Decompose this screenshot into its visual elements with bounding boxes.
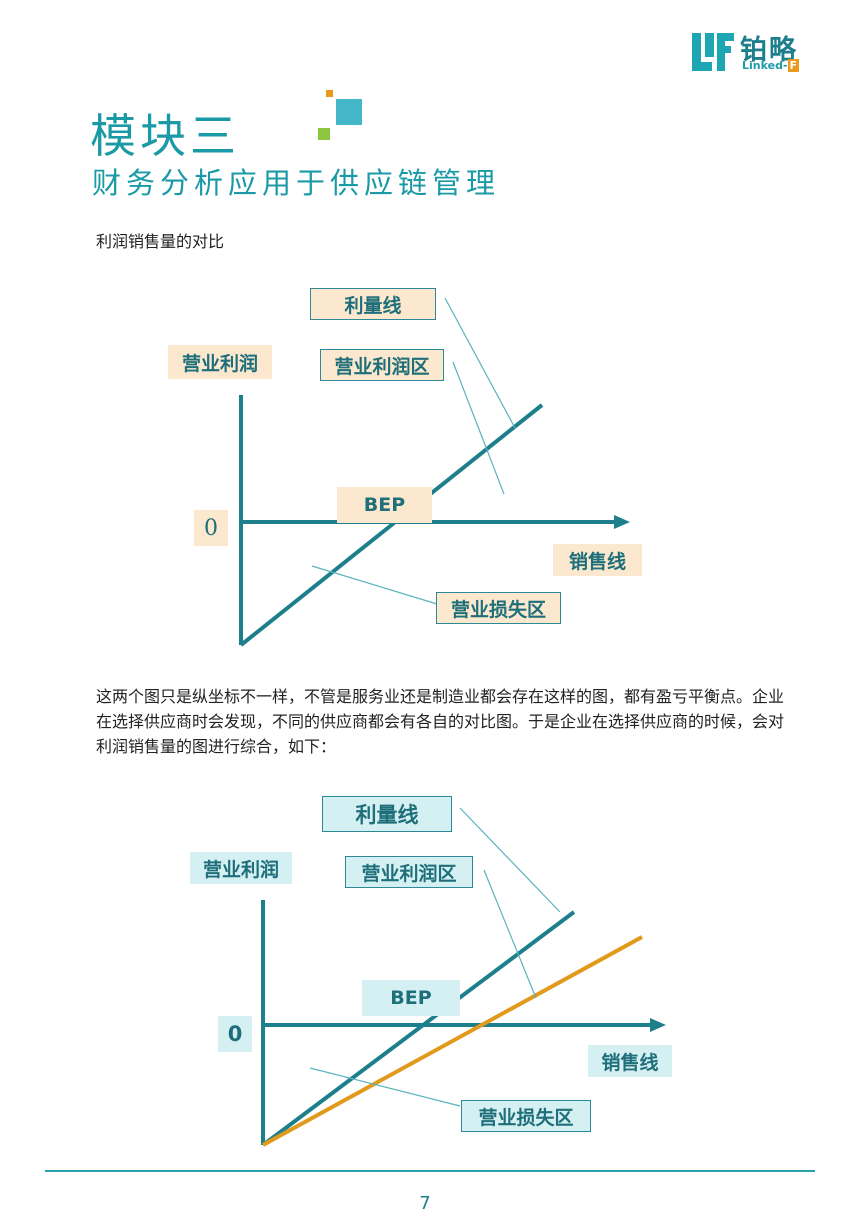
d2-profit-line-teal [261, 910, 576, 1147]
brand-badge: F [787, 59, 800, 72]
d1-pointer-profit [444, 297, 516, 429]
page-title: 模块三 [90, 109, 240, 163]
d1-bep-label: BEP [337, 487, 432, 523]
d1-pointer-loss-zone [311, 565, 438, 605]
brand-name-en: Linked-F [742, 59, 800, 72]
d2-x-arrow [650, 1018, 666, 1032]
d2-profit-line-label: 利量线 [322, 796, 452, 832]
d2-pointer-profit [459, 807, 561, 913]
d2-profit-zone-label: 营业利润区 [345, 856, 473, 888]
footer-divider [45, 1170, 815, 1172]
d1-profit-line [239, 403, 544, 647]
d1-pointer-profit-zone [452, 361, 505, 495]
body-paragraph: 这两个图只是纵坐标不一样，不管是服务业还是制造业都会存在这样的图，都有盈亏平衡点… [96, 687, 785, 756]
d2-x-axis-label: 销售线 [588, 1045, 672, 1077]
page-subtitle: 财务分析应用于供应链管理 [92, 166, 501, 200]
d1-x-axis-label: 销售线 [553, 544, 642, 576]
d1-y-axis-label: 营业利润 [168, 345, 272, 379]
brand-logo-icon [692, 33, 734, 71]
d2-pointer-loss-zone [309, 1067, 461, 1107]
d2-y-axis-label: 营业利润 [190, 852, 292, 884]
decorative-squares-icon [318, 90, 368, 142]
d1-loss-zone-label: 营业损失区 [436, 592, 561, 624]
page-number: 7 [419, 1193, 431, 1214]
d1-x-arrow [614, 515, 630, 529]
d2-pointer-profit-zone [483, 869, 537, 999]
d2-profit-line-orange [262, 935, 643, 1147]
d1-profit-line-label: 利量线 [310, 288, 436, 320]
d2-loss-zone-label: 营业损失区 [461, 1100, 591, 1132]
d2-zero-label: 0 [218, 1016, 252, 1052]
d1-profit-zone-label: 营业利润区 [320, 349, 444, 381]
d1-zero-label: 0 [194, 510, 228, 546]
d2-bep-label: BEP [362, 980, 460, 1016]
section-label: 利润销售量的对比 [96, 232, 225, 251]
brand-name-cn: 铂略 [740, 35, 798, 66]
